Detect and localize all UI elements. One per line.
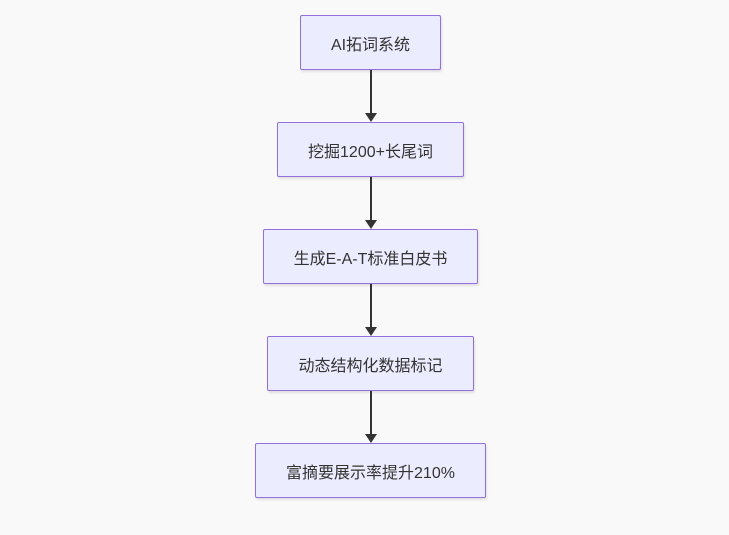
arrow-line	[369, 177, 372, 220]
flow-node-longtail-mining: 挖掘1200+长尾词	[277, 122, 464, 177]
arrow-line	[369, 284, 372, 327]
flow-node-ai-keyword-system: AI拓词系统	[299, 15, 442, 70]
arrow-line	[369, 391, 372, 434]
flowchart: AI拓词系统 挖掘1200+长尾词 生成E-A-T标准白皮书 动态结构化数据标记…	[6, 0, 729, 535]
arrow-line	[369, 70, 372, 113]
flow-node-label: 动态结构化数据标记	[298, 357, 443, 375]
flow-node-label: 生成E-A-T标准白皮书	[293, 250, 448, 268]
arrow-down	[364, 391, 377, 443]
flow-node-label: 挖掘1200+长尾词	[308, 143, 433, 161]
arrow-down	[364, 177, 377, 229]
arrow-head-icon	[364, 327, 377, 336]
flow-node-structured-data-markup: 动态结构化数据标记	[267, 336, 474, 391]
flow-node-rich-snippet-rate: 富摘要展示率提升210%	[255, 443, 486, 498]
arrow-head-icon	[364, 220, 377, 229]
flow-node-label: 富摘要展示率提升210%	[286, 464, 455, 482]
flow-node-eat-whitepaper: 生成E-A-T标准白皮书	[262, 229, 479, 284]
arrow-head-icon	[364, 113, 377, 122]
arrow-down	[364, 284, 377, 336]
arrow-down	[364, 70, 377, 122]
arrow-head-icon	[364, 434, 377, 443]
flow-node-label: AI拓词系统	[330, 36, 411, 54]
